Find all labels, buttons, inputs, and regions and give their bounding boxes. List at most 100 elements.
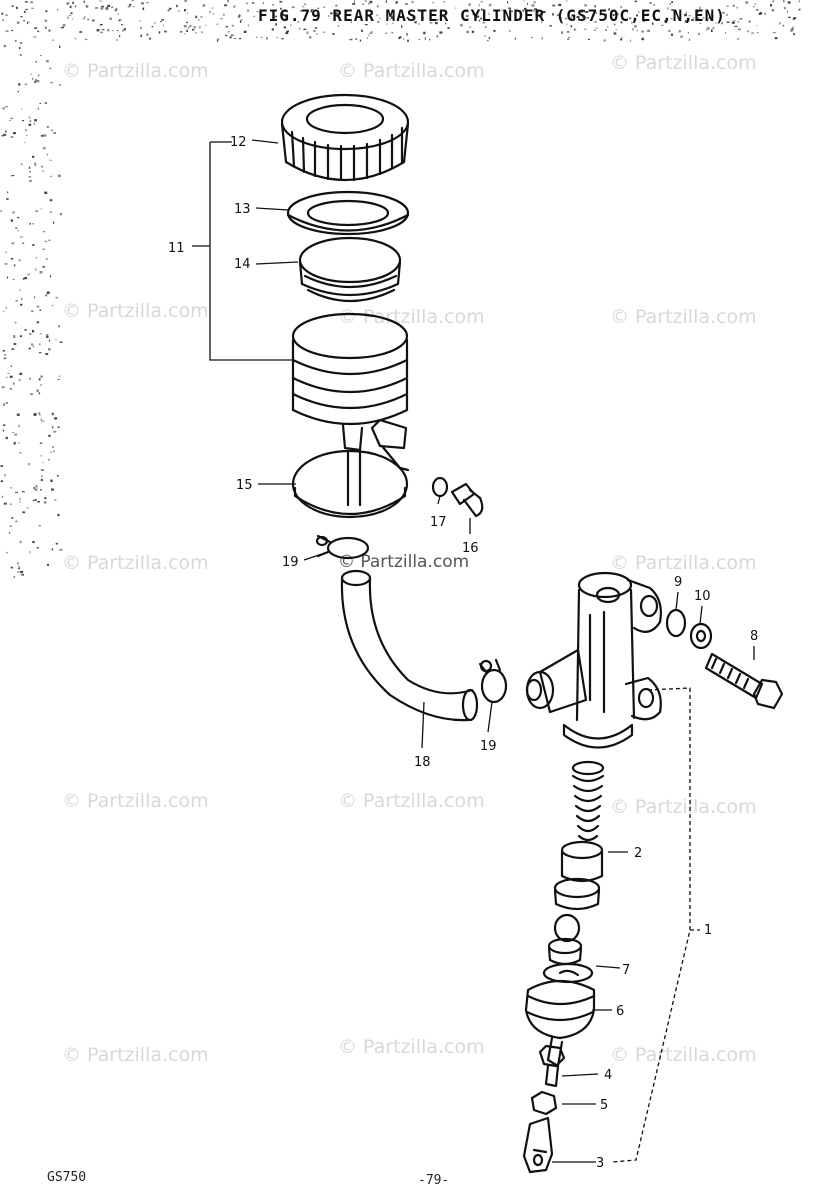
scan-speck [5,307,7,309]
scan-speck [38,378,41,381]
scan-speck [33,413,37,416]
scan-speck [184,0,187,2]
scan-speck [286,30,289,33]
scan-speck [44,240,48,243]
scan-speck [370,31,373,34]
scan-speck [770,4,772,7]
scan-speck [783,7,786,10]
scan-speck [17,571,20,573]
scan-speck [31,7,34,9]
scan-speck [661,24,664,26]
scan-speck [576,16,579,18]
scan-speck [40,475,43,478]
scan-speck [46,126,49,128]
scan-speck [32,500,34,502]
scan-speck [13,343,17,345]
scan-speck [731,21,735,24]
scan-speck [353,0,355,3]
scan-speck [227,31,230,33]
scan-speck [44,497,47,500]
scan-speck [349,39,353,41]
scan-speck [28,166,31,169]
scan-speck [10,487,12,489]
scan-speck [25,129,27,131]
scan-speck [83,0,85,3]
scan-speck [225,34,228,37]
scan-speck [471,30,475,33]
scan-speck [176,4,178,8]
scan-speck [424,37,426,40]
scan-speck [28,347,31,350]
scan-speck [359,39,362,42]
scan-speck [636,14,638,17]
scan-speck [161,19,164,21]
scan-speck [36,321,40,324]
scan-speck [22,491,25,493]
scan-speck [39,271,43,274]
scan-speck [561,31,563,34]
scan-speck [788,16,791,18]
model-code: GS750 [47,1170,87,1185]
scan-speck [39,343,41,346]
scan-speck [422,16,424,20]
scan-speck [552,4,555,7]
scan-speck [405,3,408,5]
scan-speck [10,365,12,367]
scan-speck [33,36,37,38]
watermark: © Partzilla.com [610,1044,757,1066]
scan-speck [46,258,48,260]
scan-speck [50,82,54,84]
scan-speck [140,34,143,37]
scan-speck [149,37,151,40]
scan-speck [225,25,228,28]
scan-speck [50,479,53,482]
scan-speck [565,0,568,2]
scan-speck [11,175,15,177]
scan-speck [67,16,69,19]
scan-speck [59,341,63,343]
scan-speck [123,28,126,31]
piston [553,877,601,911]
scan-speck [511,10,513,12]
scan-speck [119,19,122,21]
scan-speck [8,531,11,534]
scan-speck [3,44,7,48]
scan-speck [508,7,512,9]
scan-speck [189,24,192,27]
scan-speck [667,7,669,10]
scan-speck [237,15,240,18]
scan-speck [736,6,738,9]
scan-speck [790,29,793,32]
scan-speck [303,28,307,30]
scan-speck [669,3,671,5]
scan-speck [101,5,104,8]
scan-speck [107,29,110,32]
scan-speck [2,349,5,352]
scan-speck [202,4,206,7]
scan-speck [184,9,186,12]
scan-speck [330,12,333,15]
scan-speck [283,26,286,29]
callout-13: 13 [234,202,251,217]
scan-speck [437,18,439,21]
scan-speck [317,7,320,9]
scan-speck [615,12,619,16]
scan-speck [193,26,196,29]
scan-speck [227,0,229,3]
scan-speck [705,28,707,31]
scan-speck [18,379,21,381]
scan-speck [186,29,188,32]
scan-speck [15,491,18,494]
scan-speck [51,305,54,306]
scan-speck [17,216,20,219]
scan-speck [12,431,15,433]
scan-speck [16,413,20,416]
scan-speck [621,36,623,39]
scan-speck [24,83,27,86]
scan-speck [271,28,274,31]
scan-speck [523,7,527,10]
scan-speck [195,15,198,19]
watermark: © Partzilla.com [62,60,209,82]
scan-speck [48,29,51,32]
scan-speck [772,0,775,3]
